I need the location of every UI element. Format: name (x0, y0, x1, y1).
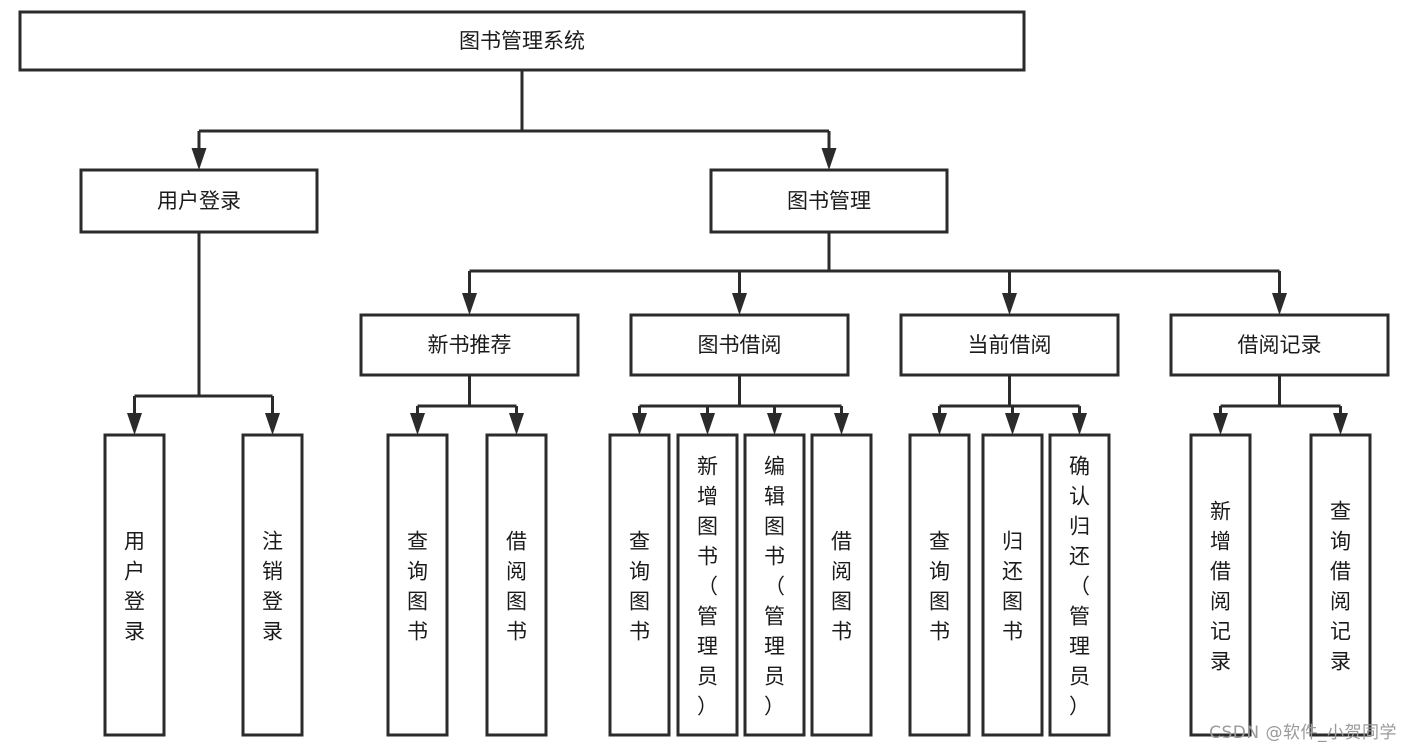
node-leaf-br-add[interactable]: 新增借阅记录 (1189, 433, 1252, 737)
connector-group-user-login (127, 232, 280, 435)
node-box-root[interactable] (18, 10, 1026, 72)
arrow-head-icon (1072, 413, 1087, 435)
arrow-head-icon (265, 413, 280, 435)
node-label-leaf-user-login: 用户登录 (124, 529, 145, 643)
node-label-root: 图书管理系统 (459, 29, 585, 53)
node-layer: 图书管理系统用户登录图书管理新书推荐图书借阅当前借阅借阅记录用户登录注销登录查询… (18, 10, 1390, 737)
node-label-leaf-rec-borrow: 借阅图书 (506, 529, 527, 643)
node-user-login[interactable]: 用户登录 (79, 168, 319, 234)
node-box-book-borrow[interactable] (629, 313, 850, 377)
arrow-head-icon (410, 413, 425, 435)
node-box-book-manage[interactable] (709, 168, 949, 234)
node-leaf-bb-add[interactable]: 新增图书（管理员） (676, 433, 739, 737)
node-label-book-borrow: 图书借阅 (698, 333, 782, 357)
arrow-head-icon (462, 293, 477, 315)
node-box-leaf-cb-confirm[interactable] (1048, 433, 1111, 737)
node-box-leaf-user-login[interactable] (103, 433, 166, 737)
node-leaf-br-query[interactable]: 查询借阅记录 (1309, 433, 1372, 737)
node-leaf-user-login[interactable]: 用户登录 (103, 433, 166, 737)
node-leaf-rec-borrow[interactable]: 借阅图书 (485, 433, 548, 737)
node-leaf-rec-query[interactable]: 查询图书 (386, 433, 449, 737)
node-root[interactable]: 图书管理系统 (18, 10, 1026, 72)
node-borrow-record[interactable]: 借阅记录 (1169, 313, 1390, 377)
arrow-head-icon (1213, 413, 1228, 435)
node-box-borrow-record[interactable] (1169, 313, 1390, 377)
node-label-user-login: 用户登录 (157, 189, 241, 213)
arrow-head-icon (632, 413, 647, 435)
node-label-leaf-bb-add: 新增图书（管理员） (697, 454, 718, 718)
node-label-book-manage: 图书管理 (787, 189, 871, 213)
node-box-leaf-bb-edit[interactable] (743, 433, 806, 737)
arrow-head-icon (821, 148, 837, 170)
arrow-head-icon (191, 148, 207, 170)
connector-group-new-book-rec (410, 375, 524, 435)
connector-group-borrow-record (1213, 375, 1348, 435)
node-box-leaf-user-logout[interactable] (241, 433, 304, 737)
node-leaf-cb-return[interactable]: 归还图书 (981, 433, 1044, 737)
arrow-head-icon (509, 413, 524, 435)
node-label-leaf-bb-edit: 编辑图书（管理员） (764, 454, 785, 718)
node-box-leaf-bb-add[interactable] (676, 433, 739, 737)
connector-group-root (191, 70, 837, 170)
node-box-leaf-rec-query[interactable] (386, 433, 449, 737)
arrow-head-icon (127, 413, 142, 435)
node-box-leaf-br-add[interactable] (1189, 433, 1252, 737)
node-label-leaf-cb-confirm: 确认归还（管理员） (1069, 454, 1090, 718)
node-box-current-borrow[interactable] (899, 313, 1120, 377)
node-box-leaf-rec-borrow[interactable] (485, 433, 548, 737)
arrow-head-icon (1333, 413, 1348, 435)
arrow-head-icon (932, 413, 947, 435)
node-leaf-cb-query[interactable]: 查询图书 (908, 433, 971, 737)
node-label-leaf-user-logout: 注销登录 (262, 529, 283, 643)
node-label-leaf-br-add: 新增借阅记录 (1210, 499, 1231, 673)
node-label-leaf-cb-query: 查询图书 (929, 529, 950, 643)
node-current-borrow[interactable]: 当前借阅 (899, 313, 1120, 377)
node-leaf-cb-confirm[interactable]: 确认归还（管理员） (1048, 433, 1111, 737)
node-new-book-rec[interactable]: 新书推荐 (359, 313, 580, 377)
node-box-user-login[interactable] (79, 168, 319, 234)
connector-group-book-borrow (632, 375, 849, 435)
node-label-current-borrow: 当前借阅 (968, 333, 1052, 357)
arrow-head-icon (767, 413, 782, 435)
node-leaf-bb-borrow[interactable]: 借阅图书 (810, 433, 873, 737)
node-label-leaf-br-query: 查询借阅记录 (1330, 499, 1351, 673)
arrow-head-icon (1272, 293, 1287, 315)
node-leaf-bb-edit[interactable]: 编辑图书（管理员） (743, 433, 806, 737)
connector-group-current-borrow (932, 375, 1087, 435)
node-leaf-bb-query[interactable]: 查询图书 (608, 433, 671, 737)
node-box-leaf-cb-query[interactable] (908, 433, 971, 737)
node-label-leaf-bb-borrow: 借阅图书 (831, 529, 852, 643)
node-box-new-book-rec[interactable] (359, 313, 580, 377)
arrow-head-icon (1005, 413, 1020, 435)
node-leaf-user-logout[interactable]: 注销登录 (241, 433, 304, 737)
node-box-leaf-cb-return[interactable] (981, 433, 1044, 737)
node-label-leaf-rec-query: 查询图书 (407, 529, 428, 643)
node-book-borrow[interactable]: 图书借阅 (629, 313, 850, 377)
node-box-leaf-bb-query[interactable] (608, 433, 671, 737)
connector-layer (127, 70, 1348, 435)
node-box-leaf-br-query[interactable] (1309, 433, 1372, 737)
node-label-leaf-cb-return: 归还图书 (1002, 529, 1023, 643)
node-box-leaf-bb-borrow[interactable] (810, 433, 873, 737)
node-book-manage[interactable]: 图书管理 (709, 168, 949, 234)
arrow-head-icon (834, 413, 849, 435)
node-label-borrow-record: 借阅记录 (1238, 333, 1322, 357)
node-label-new-book-rec: 新书推荐 (428, 333, 512, 357)
node-label-leaf-bb-query: 查询图书 (629, 529, 650, 643)
arrow-head-icon (700, 413, 715, 435)
arrow-head-icon (732, 293, 747, 315)
arrow-head-icon (1002, 293, 1017, 315)
connector-group-book-manage (462, 232, 1287, 315)
